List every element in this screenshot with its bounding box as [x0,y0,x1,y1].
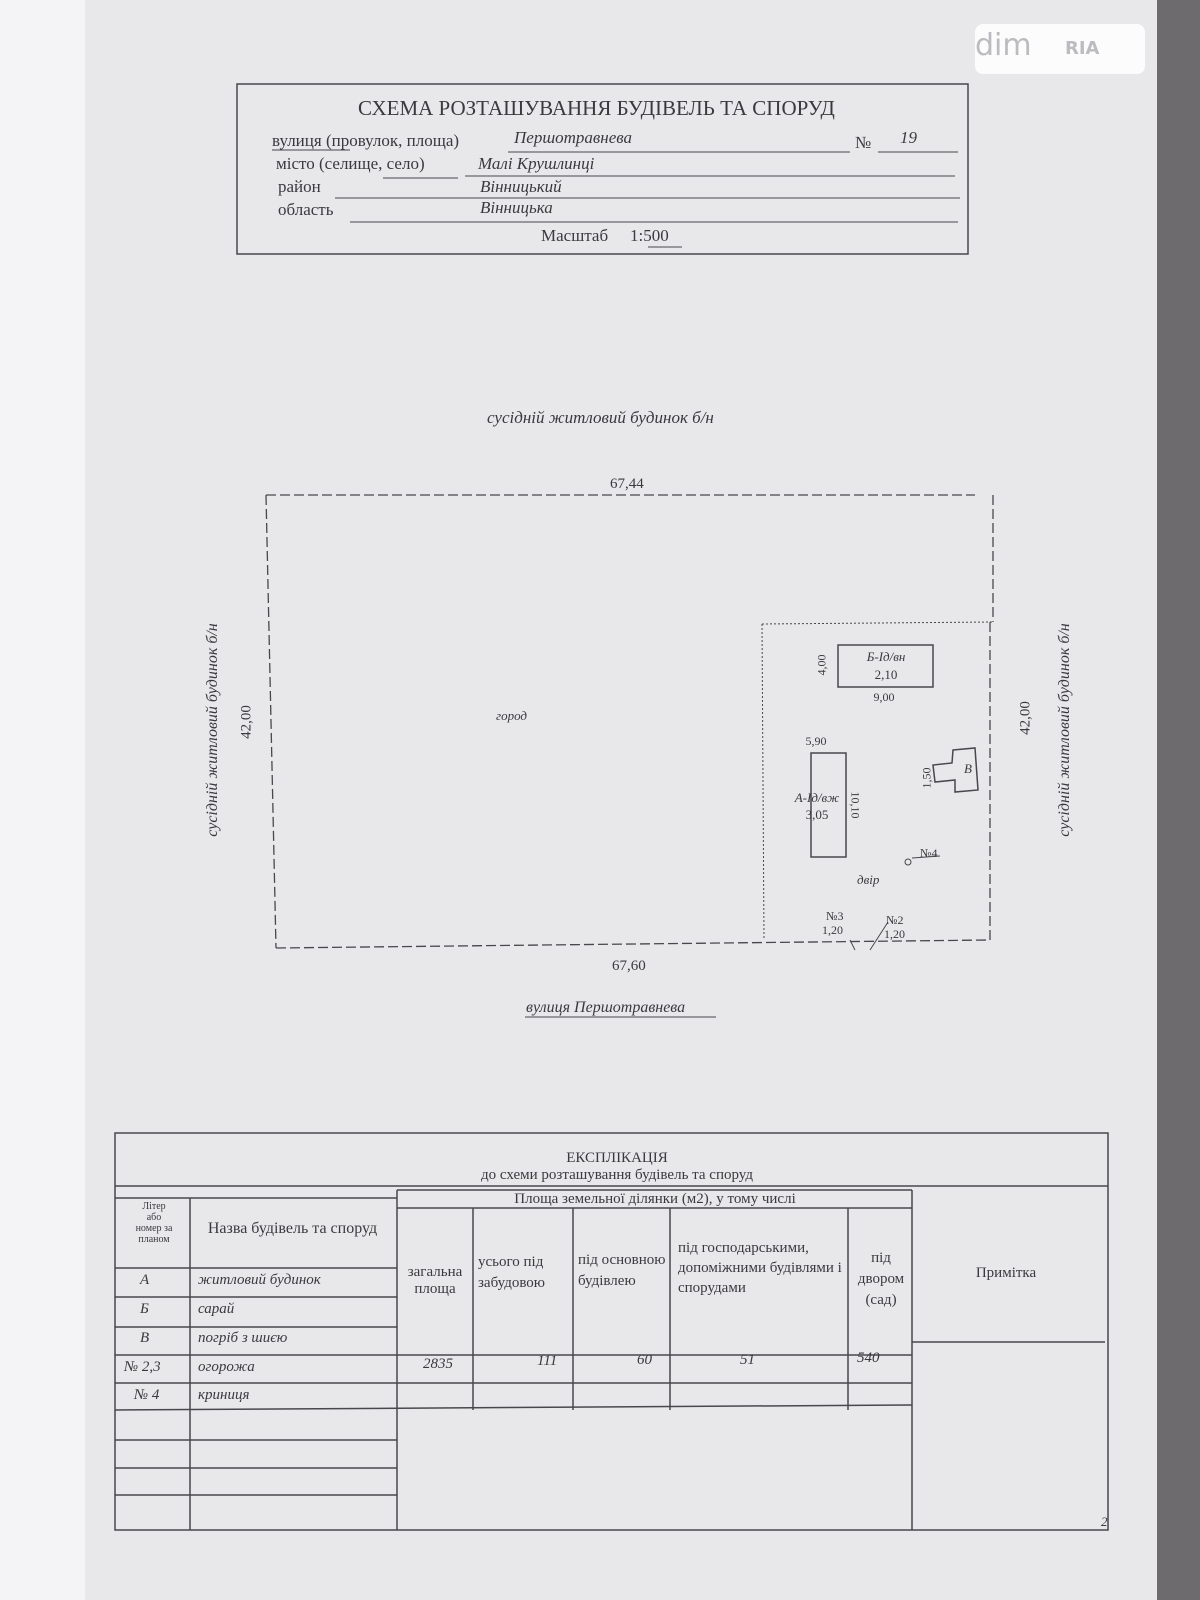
col-built-header: усього під забудовою [478,1254,546,1291]
watermark-logo: dim RIA [975,24,1145,74]
street-label: вулиця (провулок, площа) [272,131,460,150]
value-main: 60 [637,1352,652,1368]
row-fence-letter: № 2,3 [124,1359,161,1375]
col-yard-header: під двором (сад) [857,1250,905,1308]
area-group-header: Площа земельної ділянки (м2), у тому чис… [514,1191,796,1207]
well-label: №4 [920,846,938,860]
background-edge [1157,0,1200,1600]
value-yard: 540 [857,1350,880,1366]
bottom-length: 67,60 [612,958,646,974]
region-label: область [278,200,334,219]
region-value: Вінницька [480,198,553,217]
street-label-plan: вулиця Першотравнева [526,999,686,1016]
fence3-value: 1,20 [822,923,843,937]
row-fence-name: огорожа [198,1359,255,1375]
building-b-height: 2,10 [874,667,898,682]
right-length: 42,00 [1017,701,1034,735]
col-letter-header: Літер або номер за планом [135,1201,173,1245]
row-v-letter: В [140,1330,150,1346]
scale-value: 1:500 [630,226,669,245]
yard-label: двір [857,872,880,887]
east-neighbor-label: сусідній житловий будинок б/н [1056,623,1073,837]
building-b-width: 9,00 [873,690,895,704]
cellar-label: В [964,761,972,776]
number-label: № [855,133,872,152]
left-length: 42,00 [238,705,255,739]
document-page [85,0,1157,1600]
watermark-dim: dim [975,28,1032,63]
district-label: район [278,177,321,196]
street-value: Першотравнева [514,128,633,147]
district-value: Вінницький [480,177,562,196]
table-title: ЕКСПЛІКАЦІЯ [566,1150,668,1166]
fence2-label: №2 [886,913,904,927]
col-total-header: загальна площа [407,1264,463,1297]
row-b-name: сарай [198,1301,235,1317]
row-a-letter: А [140,1272,150,1288]
row-well-name: криниця [198,1387,250,1403]
value-total: 2835 [423,1356,453,1372]
fence3-label: №3 [826,909,844,923]
value-aux: 51 [740,1352,755,1368]
west-neighbor-label: сусідній житловий будинок б/н [204,623,221,837]
garden-label: город [496,708,527,723]
col-main-header: під основною будівлею [578,1252,666,1289]
fence2-value: 1,20 [884,927,905,941]
row-well-letter: № 4 [134,1387,160,1403]
value-built: 111 [537,1353,558,1369]
north-neighbor-label: сусідній житловий будинок б/н [487,408,714,427]
city-value: Малі Крушлинці [478,154,595,173]
cellar-size: 1,50 [919,767,934,789]
watermark-ria: RIA [1065,38,1100,59]
building-a-label: А-Ід/вж [794,790,840,805]
top-length: 67,44 [610,476,644,492]
building-a-width: 5,90 [805,734,827,748]
row-b-letter: Б [140,1301,149,1317]
row-v-name: погріб з шиєю [198,1330,288,1346]
col-aux-header: під господарськими, допоміжними будівлям… [678,1240,842,1296]
number-value: 19 [900,128,917,147]
scale-label: Масштаб [541,226,609,245]
table-subtitle: до схеми розташування будівель та споруд [481,1167,753,1183]
city-label: місто (селище, село) [276,154,425,173]
row-a-name: житловий будинок [198,1272,321,1288]
building-a-height: 3,05 [805,807,829,822]
building-a-depth: 10,10 [848,791,863,819]
page-number: 2 [1101,1514,1108,1529]
col-note-header: Примітка [975,1265,1037,1281]
building-b-depth: 4,00 [814,654,829,676]
col-name-header: Назва будівель та споруд [207,1220,378,1237]
document-title: СХЕМА РОЗТАШУВАННЯ БУДІВЕЛЬ ТА СПОРУД [358,96,835,120]
building-b-label: Б-Ід/вн [866,649,906,664]
